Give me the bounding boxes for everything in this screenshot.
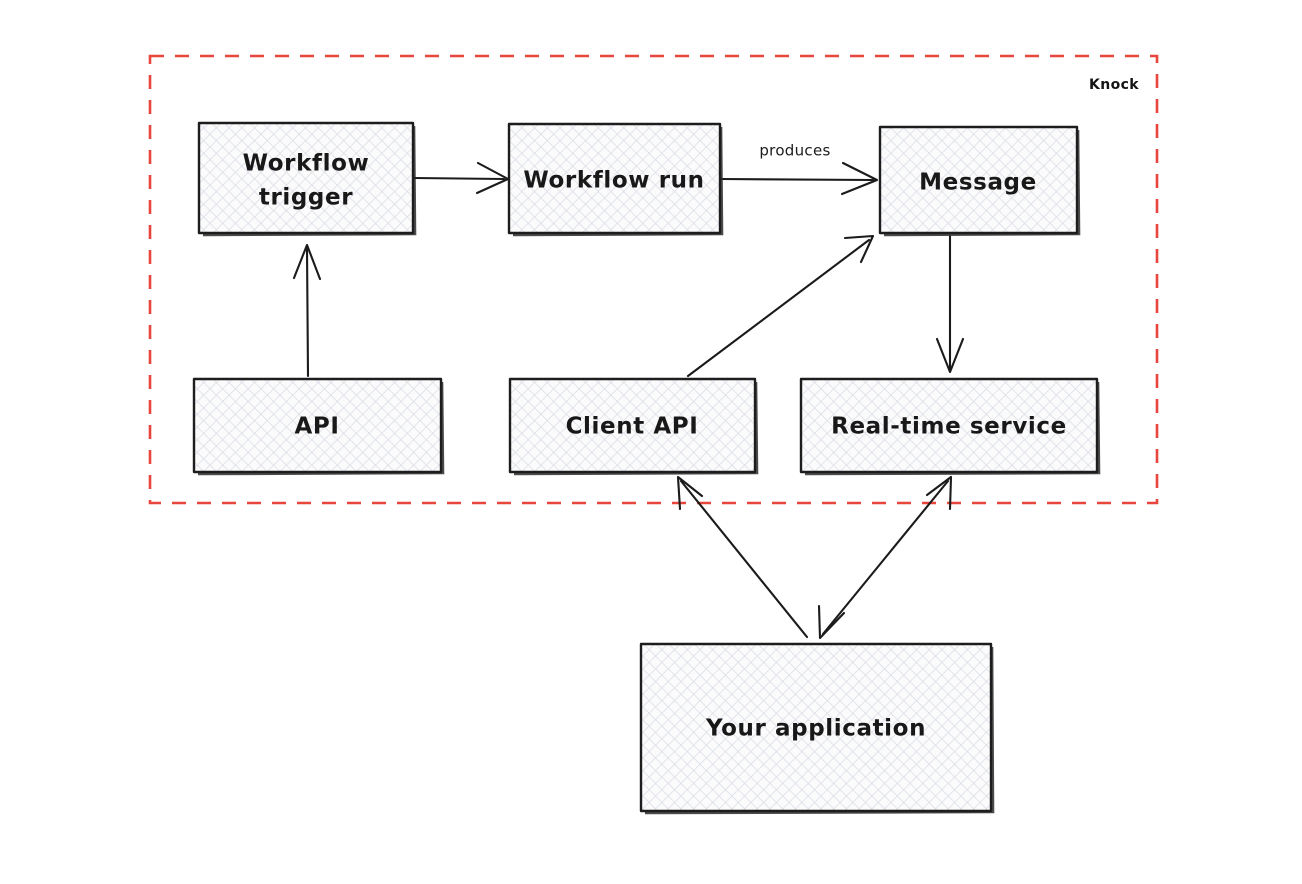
- knock-boundary-rect: [148, 54, 1159, 505]
- node-shadow: [644, 646, 995, 815]
- nodes-layer: Workflow trigger Workflow run Message AP…: [192, 121, 1101, 815]
- node-rect: [197, 121, 415, 235]
- node-label: Your application: [705, 716, 926, 742]
- edge-app-to-client-api: [676, 475, 809, 639]
- edges-layer: produces: [292, 142, 965, 640]
- arrow-head: [676, 475, 704, 511]
- edge-api-to-trigger: [292, 243, 322, 378]
- node-label: Message: [919, 170, 1037, 196]
- arrow-head: [935, 337, 965, 374]
- node-label: Client API: [566, 414, 699, 440]
- node-shadow: [197, 381, 445, 476]
- edge-line: [679, 479, 809, 639]
- node-label-line-1: Workflow: [243, 151, 370, 177]
- node-shadow: [513, 381, 759, 476]
- edge-run-to-message: produces: [719, 142, 879, 196]
- node-workflow-run[interactable]: Workflow run: [507, 122, 724, 237]
- edge-line: [412, 176, 506, 181]
- node-label: API: [294, 414, 339, 440]
- edge-line: [821, 479, 950, 636]
- node-label: Workflow run: [523, 168, 704, 194]
- arrow-head: [925, 475, 953, 511]
- edge-line: [686, 238, 871, 378]
- node-workflow-trigger[interactable]: Workflow trigger: [197, 121, 417, 237]
- arrow-head: [840, 161, 879, 196]
- node-rect: [192, 377, 443, 474]
- node-api[interactable]: API: [192, 377, 445, 476]
- edge-trigger-to-run: [412, 161, 510, 195]
- arrow-head: [292, 243, 322, 281]
- node-shadow: [883, 129, 1081, 237]
- edge-label-produces: produces: [759, 142, 830, 160]
- knock-boundary-label: Knock: [1089, 77, 1139, 93]
- node-client-api[interactable]: Client API: [508, 377, 759, 476]
- edge-line: [719, 177, 875, 182]
- node-shadow: [804, 381, 1101, 476]
- arrow-head: [843, 234, 875, 264]
- node-rect: [508, 377, 757, 474]
- node-label: Real-time service: [831, 414, 1067, 440]
- node-rect: [878, 125, 1079, 235]
- node-rect: [799, 377, 1099, 474]
- node-your-application[interactable]: Your application: [639, 642, 995, 815]
- node-rect: [639, 642, 993, 813]
- node-realtime-service[interactable]: Real-time service: [799, 377, 1101, 476]
- node-shadow: [512, 126, 724, 237]
- edge-message-to-realtime: [935, 234, 965, 374]
- node-label-line-2: trigger: [259, 185, 353, 211]
- edge-client-api-to-message: [686, 234, 875, 378]
- node-shadow: [202, 125, 417, 237]
- arrow-head: [817, 604, 846, 640]
- node-message[interactable]: Message: [878, 125, 1081, 237]
- edge-line: [305, 247, 310, 378]
- knock-boundary: Knock: [148, 54, 1159, 505]
- node-rect: [507, 122, 722, 235]
- edge-realtime-and-app: [817, 475, 953, 640]
